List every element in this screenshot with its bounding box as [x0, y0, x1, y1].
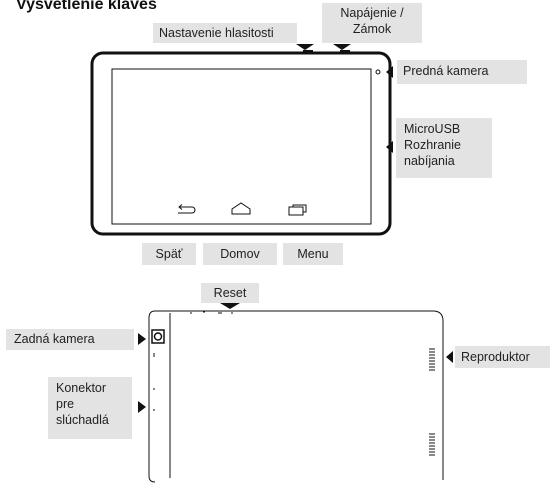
headphone-label-line1: Konektor [56, 381, 107, 395]
headphone-label-line3: slúchadlá [56, 413, 109, 427]
tablet-back-outline [155, 310, 444, 480]
front-camera-pointer-icon [386, 66, 393, 78]
usb-pointer-icon [386, 141, 393, 153]
volume-pointer-icon [296, 44, 314, 50]
rear-camera-label: Zadná kamera [6, 329, 134, 350]
power-pointer-icon [333, 44, 351, 50]
home-nav-icon [231, 202, 251, 215]
rear-camera-lens [153, 332, 163, 341]
speaker-grille-lower [429, 433, 435, 456]
home-label: Domov [203, 243, 277, 265]
reset-label: Reset [201, 283, 259, 303]
speaker-pointer-icon [446, 351, 453, 363]
headphone-pointer-icon [138, 401, 146, 413]
tablet-front-body [90, 51, 392, 236]
speaker-grille-upper [429, 348, 435, 371]
tablet-front-screen [111, 68, 372, 225]
page-title: Vysvetlenie kláves [16, 0, 157, 13]
headphone-label-line2: pre [56, 397, 75, 411]
tablet-back-edge-left [148, 310, 156, 483]
menu-label: Menu [283, 243, 343, 265]
rear-camera-pointer-icon [138, 333, 146, 345]
power-label-line2: Zámok [352, 22, 392, 36]
usb-label-line1: MicroUSB [404, 122, 461, 136]
tablet-front [90, 50, 392, 236]
tablet-back [148, 310, 444, 483]
menu-nav-icon [288, 204, 307, 216]
front-camera-label: Predná kamera [397, 60, 527, 84]
usb-label-line3: nabíjania [404, 154, 455, 168]
usb-label-line2: Rozhranie [404, 138, 461, 152]
back-label: Späť [142, 243, 196, 265]
volume-label: Nastavenie hlasitosti [153, 23, 297, 43]
headphone-label: Konektor pre slúchadlá [48, 377, 132, 439]
reset-pointer-icon [220, 303, 240, 309]
rear-camera-housing [151, 329, 165, 344]
back-nav-icon [178, 204, 196, 214]
power-label: Napájenie / Zámok [322, 3, 422, 43]
usb-label: MicroUSB Rozhranie nabíjania [396, 118, 492, 178]
front-camera-lens [375, 69, 381, 75]
power-label-line1: Napájenie / [340, 6, 404, 20]
speaker-label: Reproduktor [455, 346, 550, 368]
